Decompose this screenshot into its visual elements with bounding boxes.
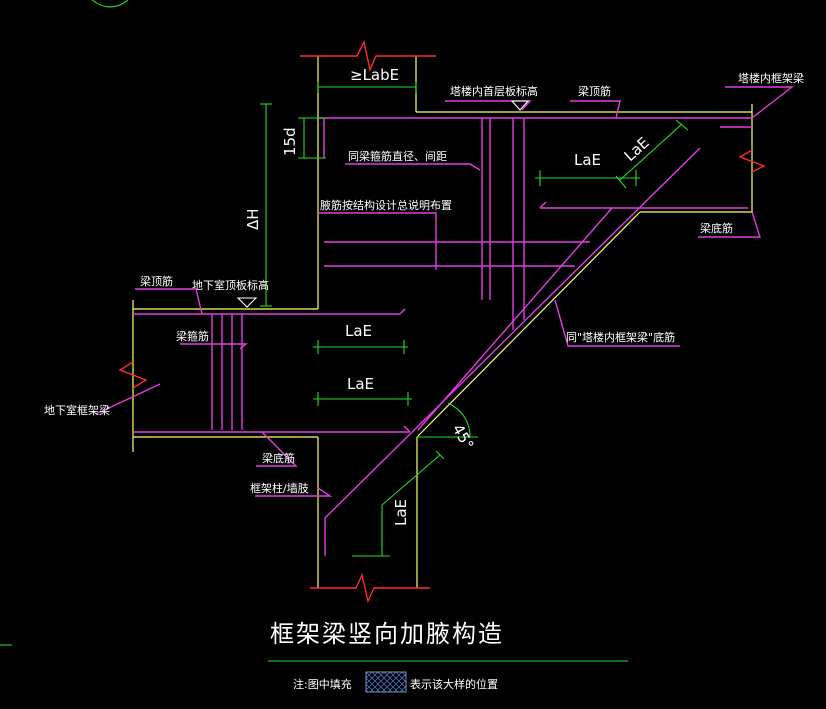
lae-vertical-label: LaE [392,499,410,526]
delta-h-label: ΔH [244,208,262,230]
lae-upper-right-label: LaE [574,151,601,169]
column-wall-label: 框架柱/墙肢 [250,481,309,495]
lae-mid1-label: LaE [345,322,372,340]
beam-bottom-bar-left-label: 梁底筋 [262,451,295,465]
basement-roof-level-label: 地下室顶板标高 [192,278,269,292]
hatch-legend-swatch [365,671,407,693]
fifteen-d-label: 15d [281,127,299,156]
beam-bottom-bar-right-label: 梁底筋 [700,221,733,235]
haunch-bars-label: 腋筋按结构设计总说明布置 [320,198,452,212]
lae-diagonal-label: LaE [621,134,653,165]
tower-first-floor-label: 塔楼内首层板标高 [450,84,538,98]
leader-lines [95,86,795,497]
labE-top-label: ≥LabE [350,66,399,84]
note-prefix: 注:图中填充 [293,677,352,691]
reference-circle-arc [91,0,129,8]
beam-top-bar-right-label: 梁顶筋 [578,84,611,98]
level-markers [236,100,530,308]
drawing-title: 框架梁竖向加腋构造 [270,620,504,648]
note-suffix: 表示该大样的位置 [410,677,498,691]
break-symbols [118,39,766,604]
concrete-outline [132,56,753,588]
tower-frame-beam-label: 塔楼内框架梁 [738,71,804,85]
angle-label: 45° [449,421,478,453]
beam-top-bar-left-label: 梁顶筋 [140,274,173,288]
dimension-lines [260,82,689,557]
stirrup-label: 梁箍筋 [176,329,209,343]
rebar-lines [133,117,752,556]
lae-mid2-label: LaE [347,375,374,393]
same-as-stirrup-label: 同梁箍筋直径、间距 [348,149,447,163]
same-as-tower-beam-label: 同"塔楼内框架梁"底筋 [566,330,675,344]
basement-frame-beam-label: 地下室框架梁 [44,403,110,417]
